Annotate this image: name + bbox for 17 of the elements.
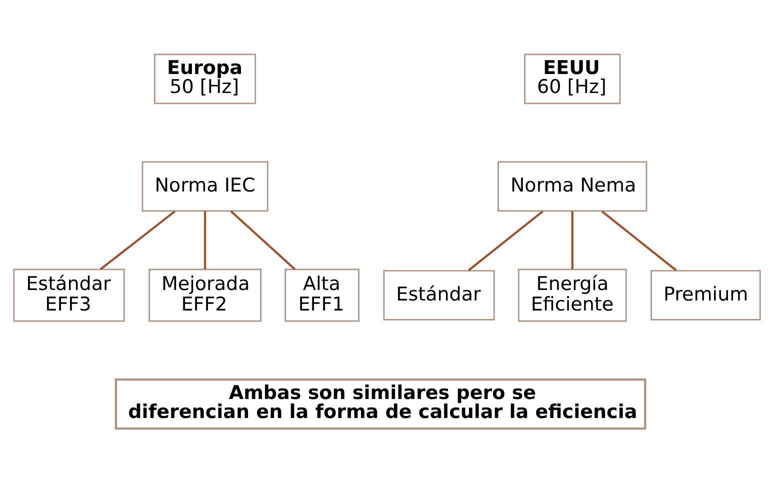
- connector: [100, 210, 176, 270]
- node-box: Alta EFF1: [284, 268, 360, 322]
- node-box: Estándar EFF3: [13, 268, 125, 322]
- node-box: Norma IEC: [142, 161, 268, 212]
- connector: [571, 211, 574, 270]
- connector: [601, 210, 677, 272]
- connector: [230, 210, 296, 270]
- node-box: Estándar: [383, 270, 495, 320]
- connector: [468, 210, 544, 272]
- node-box: Energía Eficiente: [518, 268, 627, 322]
- node-box: Mejorada EFF2: [148, 268, 262, 322]
- node-box: Europa 50 [Hz]: [154, 54, 256, 104]
- node-box: Norma Nema: [498, 161, 648, 212]
- node-box: Premium: [650, 270, 761, 320]
- connector: [204, 211, 206, 270]
- node-box: EEUU 60 [Hz]: [524, 54, 621, 104]
- node-box: Ambas son similares pero se diferencian en la forma de calcular la eficiencia: [114, 378, 646, 430]
